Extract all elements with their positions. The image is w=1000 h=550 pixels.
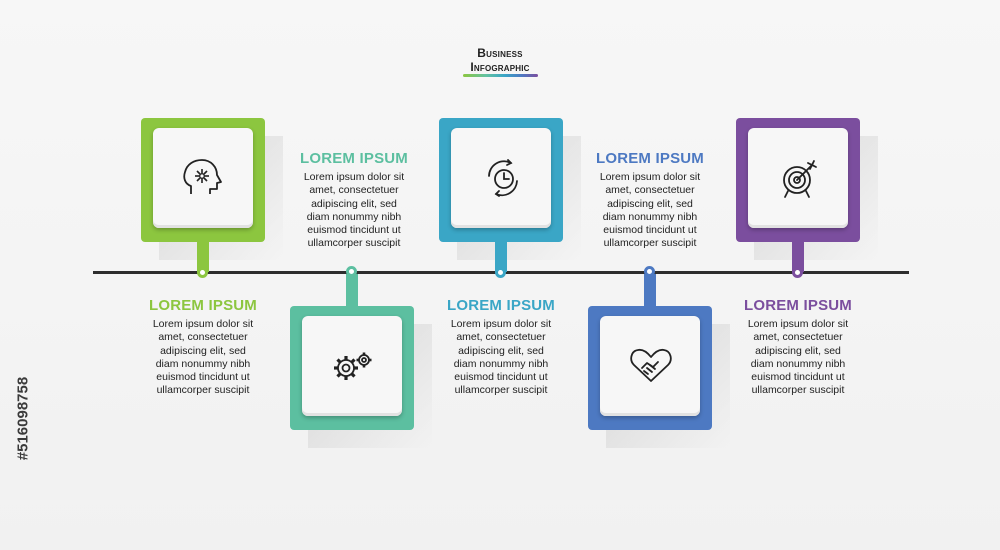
step-1-line: diam nonummy nibh (155, 357, 251, 370)
step-3-body: Lorem ipsum dolor sit amet, consectetuer… (431, 318, 571, 398)
step-2-line: ullamcorper suscipit (307, 237, 401, 250)
step-5-line: euismod tincidunt ut (751, 371, 845, 384)
step-4-line: diam nonummy nibh (602, 210, 698, 223)
step-5-line: Lorem ipsum dolor sit (747, 318, 849, 330)
step-3-line: ullamcorper suscipit (454, 384, 548, 397)
step-4-stem (644, 274, 656, 308)
gears-icon (334, 352, 372, 380)
step-1-line: amet, consectetuer (158, 331, 248, 344)
step-1-text: LOREM IPSUM Lorem ipsum dolor sit amet, … (133, 297, 273, 398)
step-2-heading: LOREM IPSUM (299, 150, 409, 167)
step-3-text: LOREM IPSUM Lorem ipsum dolor sit amet, … (431, 297, 571, 398)
step-3-line: euismod tincidunt ut (454, 371, 548, 384)
step-1-tile (153, 128, 253, 228)
step-1-heading: LOREM IPSUM (148, 297, 258, 314)
step-4-body: Lorem ipsum dolor sit amet, consectetuer… (580, 171, 720, 251)
handshake-heart-icon (630, 348, 672, 382)
step-2-line: amet, consectetuer (309, 184, 399, 197)
title-line-1: Business (477, 46, 523, 60)
stock-id-label: #516098758 (8, 318, 38, 528)
step-5-line: amet, consectetuer (753, 331, 843, 344)
step-5-line: ullamcorper suscipit (751, 384, 845, 397)
step-1-body: Lorem ipsum dolor sit amet, consectetuer… (133, 318, 273, 398)
step-2-text: LOREM IPSUM Lorem ipsum dolor sit amet, … (284, 150, 424, 251)
stock-id-text: #516098758 (14, 376, 32, 461)
step-1-node (197, 267, 208, 278)
step-1-line: euismod tincidunt ut (156, 371, 250, 384)
step-3-line: Lorem ipsum dolor sit (450, 318, 552, 330)
step-5-body: Lorem ipsum dolor sit amet, consectetuer… (728, 318, 868, 398)
step-5-node (792, 267, 803, 278)
infographic-title: Business Infographic (440, 46, 560, 74)
step-1-line: ullamcorper suscipit (156, 384, 250, 397)
target-icon (783, 160, 817, 198)
step-2-line: Lorem ipsum dolor sit (303, 171, 405, 183)
step-3-line: amet, consectetuer (456, 331, 546, 344)
step-2-line: adipiscing elit, sed (311, 197, 397, 210)
step-2-line: euismod tincidunt ut (307, 224, 401, 237)
step-3-tile (451, 128, 551, 228)
step-4-line: Lorem ipsum dolor sit (599, 171, 701, 183)
clock-refresh-icon (488, 159, 518, 197)
step-3-heading: LOREM IPSUM (446, 297, 556, 314)
step-2-line: diam nonummy nibh (306, 210, 402, 223)
step-5-line: diam nonummy nibh (750, 357, 846, 370)
step-5-line: adipiscing elit, sed (755, 344, 841, 357)
step-5-stem (792, 242, 804, 272)
step-1-stem (197, 242, 209, 272)
step-1-line: adipiscing elit, sed (160, 344, 246, 357)
step-3-line: diam nonummy nibh (453, 357, 549, 370)
step-5-text: LOREM IPSUM Lorem ipsum dolor sit amet, … (728, 297, 868, 398)
step-4-heading: LOREM IPSUM (595, 150, 705, 167)
step-4-text: LOREM IPSUM Lorem ipsum dolor sit amet, … (580, 150, 720, 251)
step-4-line: euismod tincidunt ut (603, 224, 697, 237)
step-4-line: ullamcorper suscipit (603, 237, 697, 250)
step-4-tile (600, 316, 700, 416)
step-3-line: adipiscing elit, sed (458, 344, 544, 357)
title-underline (463, 74, 538, 77)
step-3-stem (495, 242, 507, 272)
step-2-stem (346, 274, 358, 308)
title-line-2: Infographic (470, 60, 530, 74)
step-4-line: amet, consectetuer (605, 184, 695, 197)
step-3-node (495, 267, 506, 278)
step-2-tile (302, 316, 402, 416)
step-5-heading: LOREM IPSUM (743, 297, 853, 314)
step-4-line: adipiscing elit, sed (607, 197, 693, 210)
step-2-body: Lorem ipsum dolor sit amet, consectetuer… (284, 171, 424, 251)
head-idea-icon (183, 159, 222, 194)
step-5-tile (748, 128, 848, 228)
step-1-line: Lorem ipsum dolor sit (152, 318, 254, 330)
